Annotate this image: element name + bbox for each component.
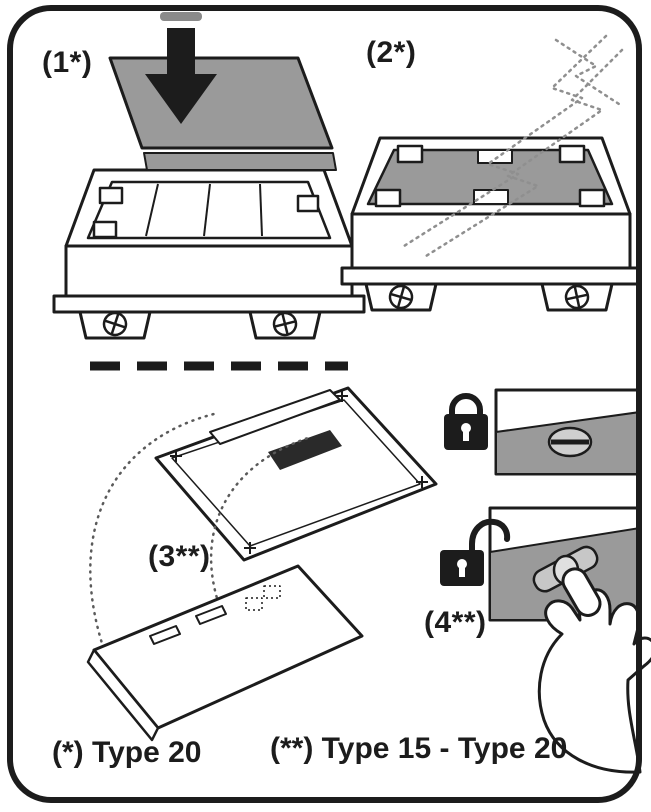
top-panel [108, 56, 337, 171]
appliance-underside [154, 386, 438, 562]
screw-icon [564, 284, 590, 310]
step-2-label: (2*) [366, 36, 417, 69]
type-caption-double-star: (**) Type 15 - Type 20 [270, 732, 568, 765]
zigzag-motion-icon [402, 34, 624, 258]
step-4-label: (4**) [424, 606, 487, 639]
screw-icon [388, 284, 414, 310]
installed-panel [366, 148, 614, 206]
step-4-illustration [440, 388, 651, 774]
screw-icon [102, 311, 128, 337]
open-padlock-icon [440, 518, 511, 586]
step-3-label: (3**) [148, 540, 211, 573]
closed-padlock-icon [444, 393, 488, 450]
screw-icon [272, 311, 298, 337]
step-1-label: (1*) [42, 46, 93, 79]
locked-state-inset [494, 388, 642, 476]
step-2-illustration [340, 34, 642, 312]
clip-tab [92, 186, 320, 239]
down-arrow-icon [145, 12, 217, 124]
step-1-illustration [52, 12, 366, 340]
base-box [52, 168, 366, 340]
clip-tab [374, 144, 606, 208]
type-caption-single-star: (*) Type 20 [52, 736, 202, 769]
bottom-cover [86, 564, 364, 742]
step-3-illustration [86, 386, 438, 742]
hand-icon [537, 567, 651, 774]
